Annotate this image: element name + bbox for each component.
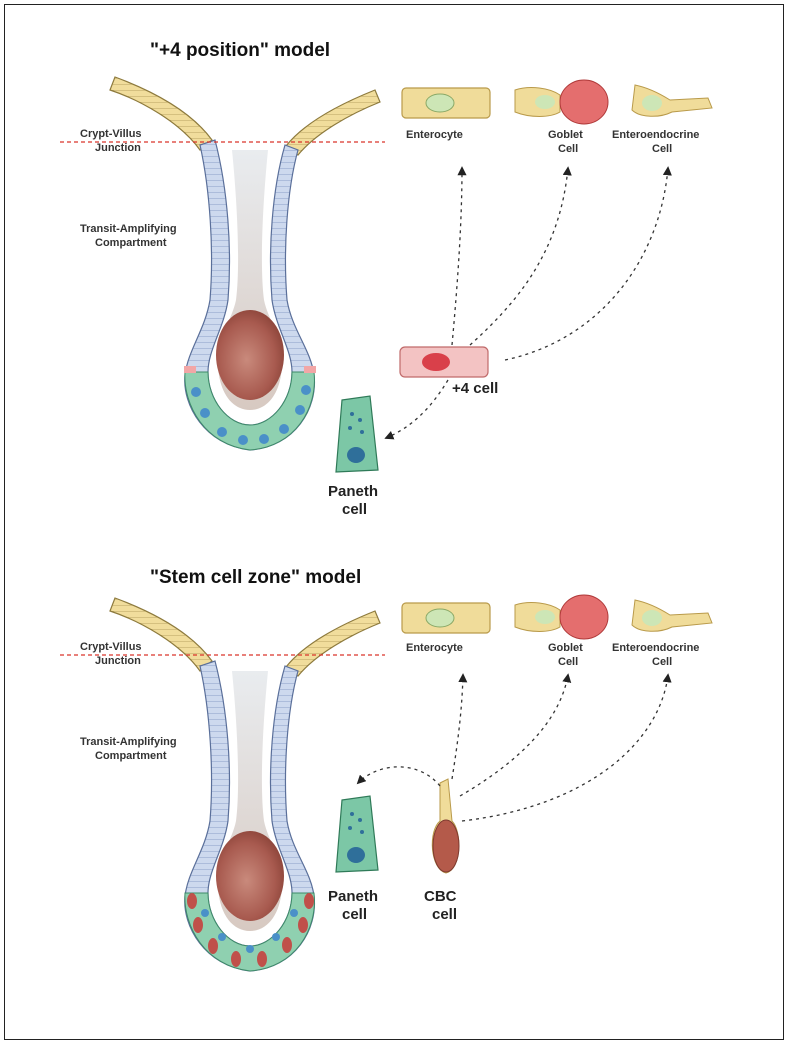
panel-title: "Stem cell zone" model: [150, 567, 361, 588]
goblet-cell: [515, 80, 608, 124]
enterocyte-cell: [402, 88, 490, 118]
transit-label: Transit-Amplifying: [80, 223, 177, 235]
paneth-cell: [336, 796, 378, 872]
enteroendocrine-label: Enteroendocrine: [612, 642, 699, 654]
paneth-label: Paneth: [328, 483, 378, 500]
paneth-label-2: cell: [342, 906, 367, 923]
junction-label-2: Junction: [95, 142, 141, 154]
plus4-stem-cell: [400, 347, 488, 377]
panel-plus4-model: "+4 position" model Crypt-Villus Junctio…: [60, 40, 712, 518]
paneth-label: Paneth: [328, 888, 378, 905]
lineage-arrows: [358, 675, 668, 821]
enteroendocrine-cell: [632, 85, 712, 116]
enterocyte-label: Enterocyte: [406, 642, 463, 654]
enteroendocrine-label: Enteroendocrine: [612, 129, 699, 141]
cbc-label: CBC: [424, 888, 457, 905]
junction-label: Crypt-Villus: [80, 128, 142, 140]
junction-label: Crypt-Villus: [80, 641, 142, 653]
transit-label-2: Compartment: [95, 750, 167, 762]
paneth-label-2: cell: [342, 501, 367, 518]
goblet-label: Goblet: [548, 129, 583, 141]
goblet-label-2: Cell: [558, 656, 578, 668]
panel-stem-cell-zone-model: "Stem cell zone" model Crypt-Villus Junc…: [60, 567, 712, 971]
panel-title: "+4 position" model: [150, 40, 330, 61]
cbc-label-2: cell: [432, 906, 457, 923]
transit-label: Transit-Amplifying: [80, 736, 177, 748]
plus4-cell-label: +4 cell: [452, 380, 498, 397]
goblet-label-2: Cell: [558, 143, 578, 155]
crypt-diagram: [110, 77, 380, 450]
enteroendocrine-label-2: Cell: [652, 143, 672, 155]
enterocyte-label: Enterocyte: [406, 129, 463, 141]
enteroendocrine-cell: [632, 600, 712, 631]
enteroendocrine-label-2: Cell: [652, 656, 672, 668]
cbc-stem-cell: [432, 779, 459, 873]
junction-label-2: Junction: [95, 655, 141, 667]
goblet-cell: [515, 595, 608, 639]
lineage-arrows: [386, 168, 668, 438]
crypt-diagram: [110, 598, 380, 971]
paneth-cell: [336, 396, 378, 472]
enterocyte-cell: [402, 603, 490, 633]
transit-label-2: Compartment: [95, 237, 167, 249]
goblet-label: Goblet: [548, 642, 583, 654]
